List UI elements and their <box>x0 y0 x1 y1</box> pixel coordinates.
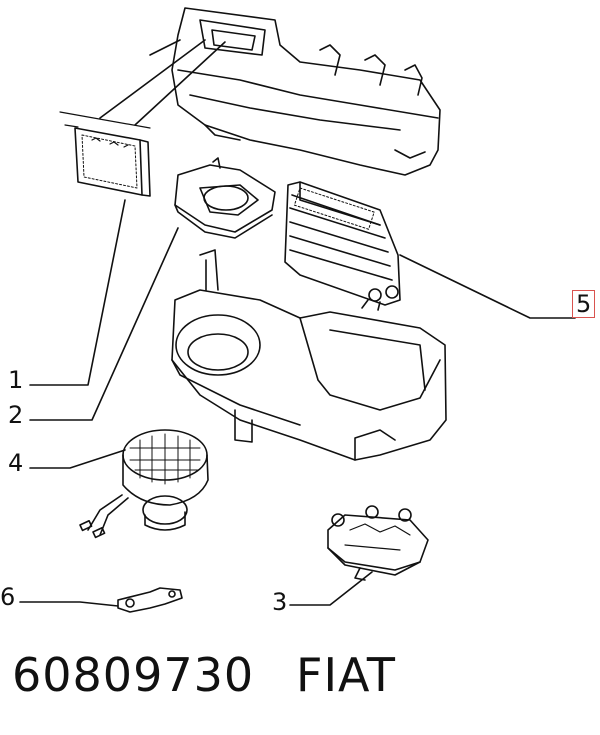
leader-line-upper <box>99 39 206 119</box>
leader-line-3 <box>289 571 373 606</box>
leader-line-upper-2 <box>134 41 226 126</box>
part-number: 60809730 <box>12 648 255 702</box>
callout-5: 5 <box>572 290 596 318</box>
callout-2: 2 <box>8 401 24 429</box>
filter-pad <box>74 127 151 197</box>
resistor-module <box>327 505 429 581</box>
callout-6: 6 <box>0 583 16 611</box>
callout-3: 3 <box>272 588 288 616</box>
leader-line-6 <box>19 601 119 607</box>
leader-line-2 <box>29 227 179 421</box>
blower-motor <box>79 429 209 539</box>
callout-4: 4 <box>8 449 24 477</box>
bracket-clip <box>117 587 183 613</box>
evaporator-core <box>284 181 401 311</box>
brand-name: FIAT <box>296 648 397 702</box>
upper-housing <box>149 7 441 176</box>
leader-line-5 <box>399 254 576 319</box>
frame-cover <box>174 157 276 239</box>
callout-1: 1 <box>8 366 24 394</box>
leader-line-1 <box>29 199 126 386</box>
leader-line-4 <box>29 449 126 469</box>
lower-housing <box>171 249 447 461</box>
